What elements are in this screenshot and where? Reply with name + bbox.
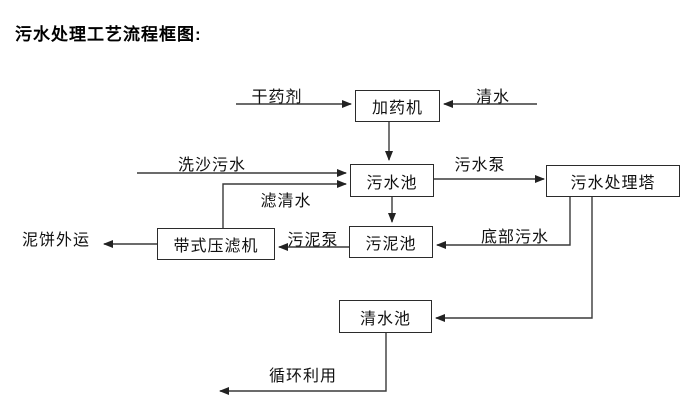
edge-label-sludge-pump: 污泥泵 <box>287 232 339 249</box>
node-clean-water-pool: 清水池 <box>339 300 432 333</box>
arrow-clean-water-pool-to-recycle <box>219 333 387 395</box>
edge-label-mud-cake-out: 泥饼外运 <box>21 232 91 249</box>
node-belt-filter-press: 带式压滤机 <box>157 228 275 260</box>
edge-label-filtered-water: 滤清水 <box>260 193 312 210</box>
edge-label-sand-washing-sewage: 洗沙污水 <box>177 157 247 174</box>
arrow-filtered-water-to-sewage-pool <box>222 180 347 228</box>
edge-label-dry-agent: 干药剂 <box>251 89 303 106</box>
node-sewage-pool: 污水池 <box>350 164 434 197</box>
arrow-tower-to-clean-water-pool <box>435 197 593 322</box>
arrow-bottom-sewage-to-sludge-pool <box>436 197 571 249</box>
edge-label-recycle-use: 循环利用 <box>268 368 338 385</box>
edge-label-bottom-sewage: 底部污水 <box>480 229 550 246</box>
page-title: 污水处理工艺流程框图: <box>15 25 202 44</box>
node-sludge-pool: 污泥池 <box>349 226 433 258</box>
node-dosing-machine: 加药机 <box>355 90 440 122</box>
node-sewage-treatment-tower: 污水处理塔 <box>546 165 680 197</box>
edge-label-sewage-pump: 污水泵 <box>454 157 506 174</box>
edge-label-clean-water-in: 清水 <box>475 89 511 106</box>
